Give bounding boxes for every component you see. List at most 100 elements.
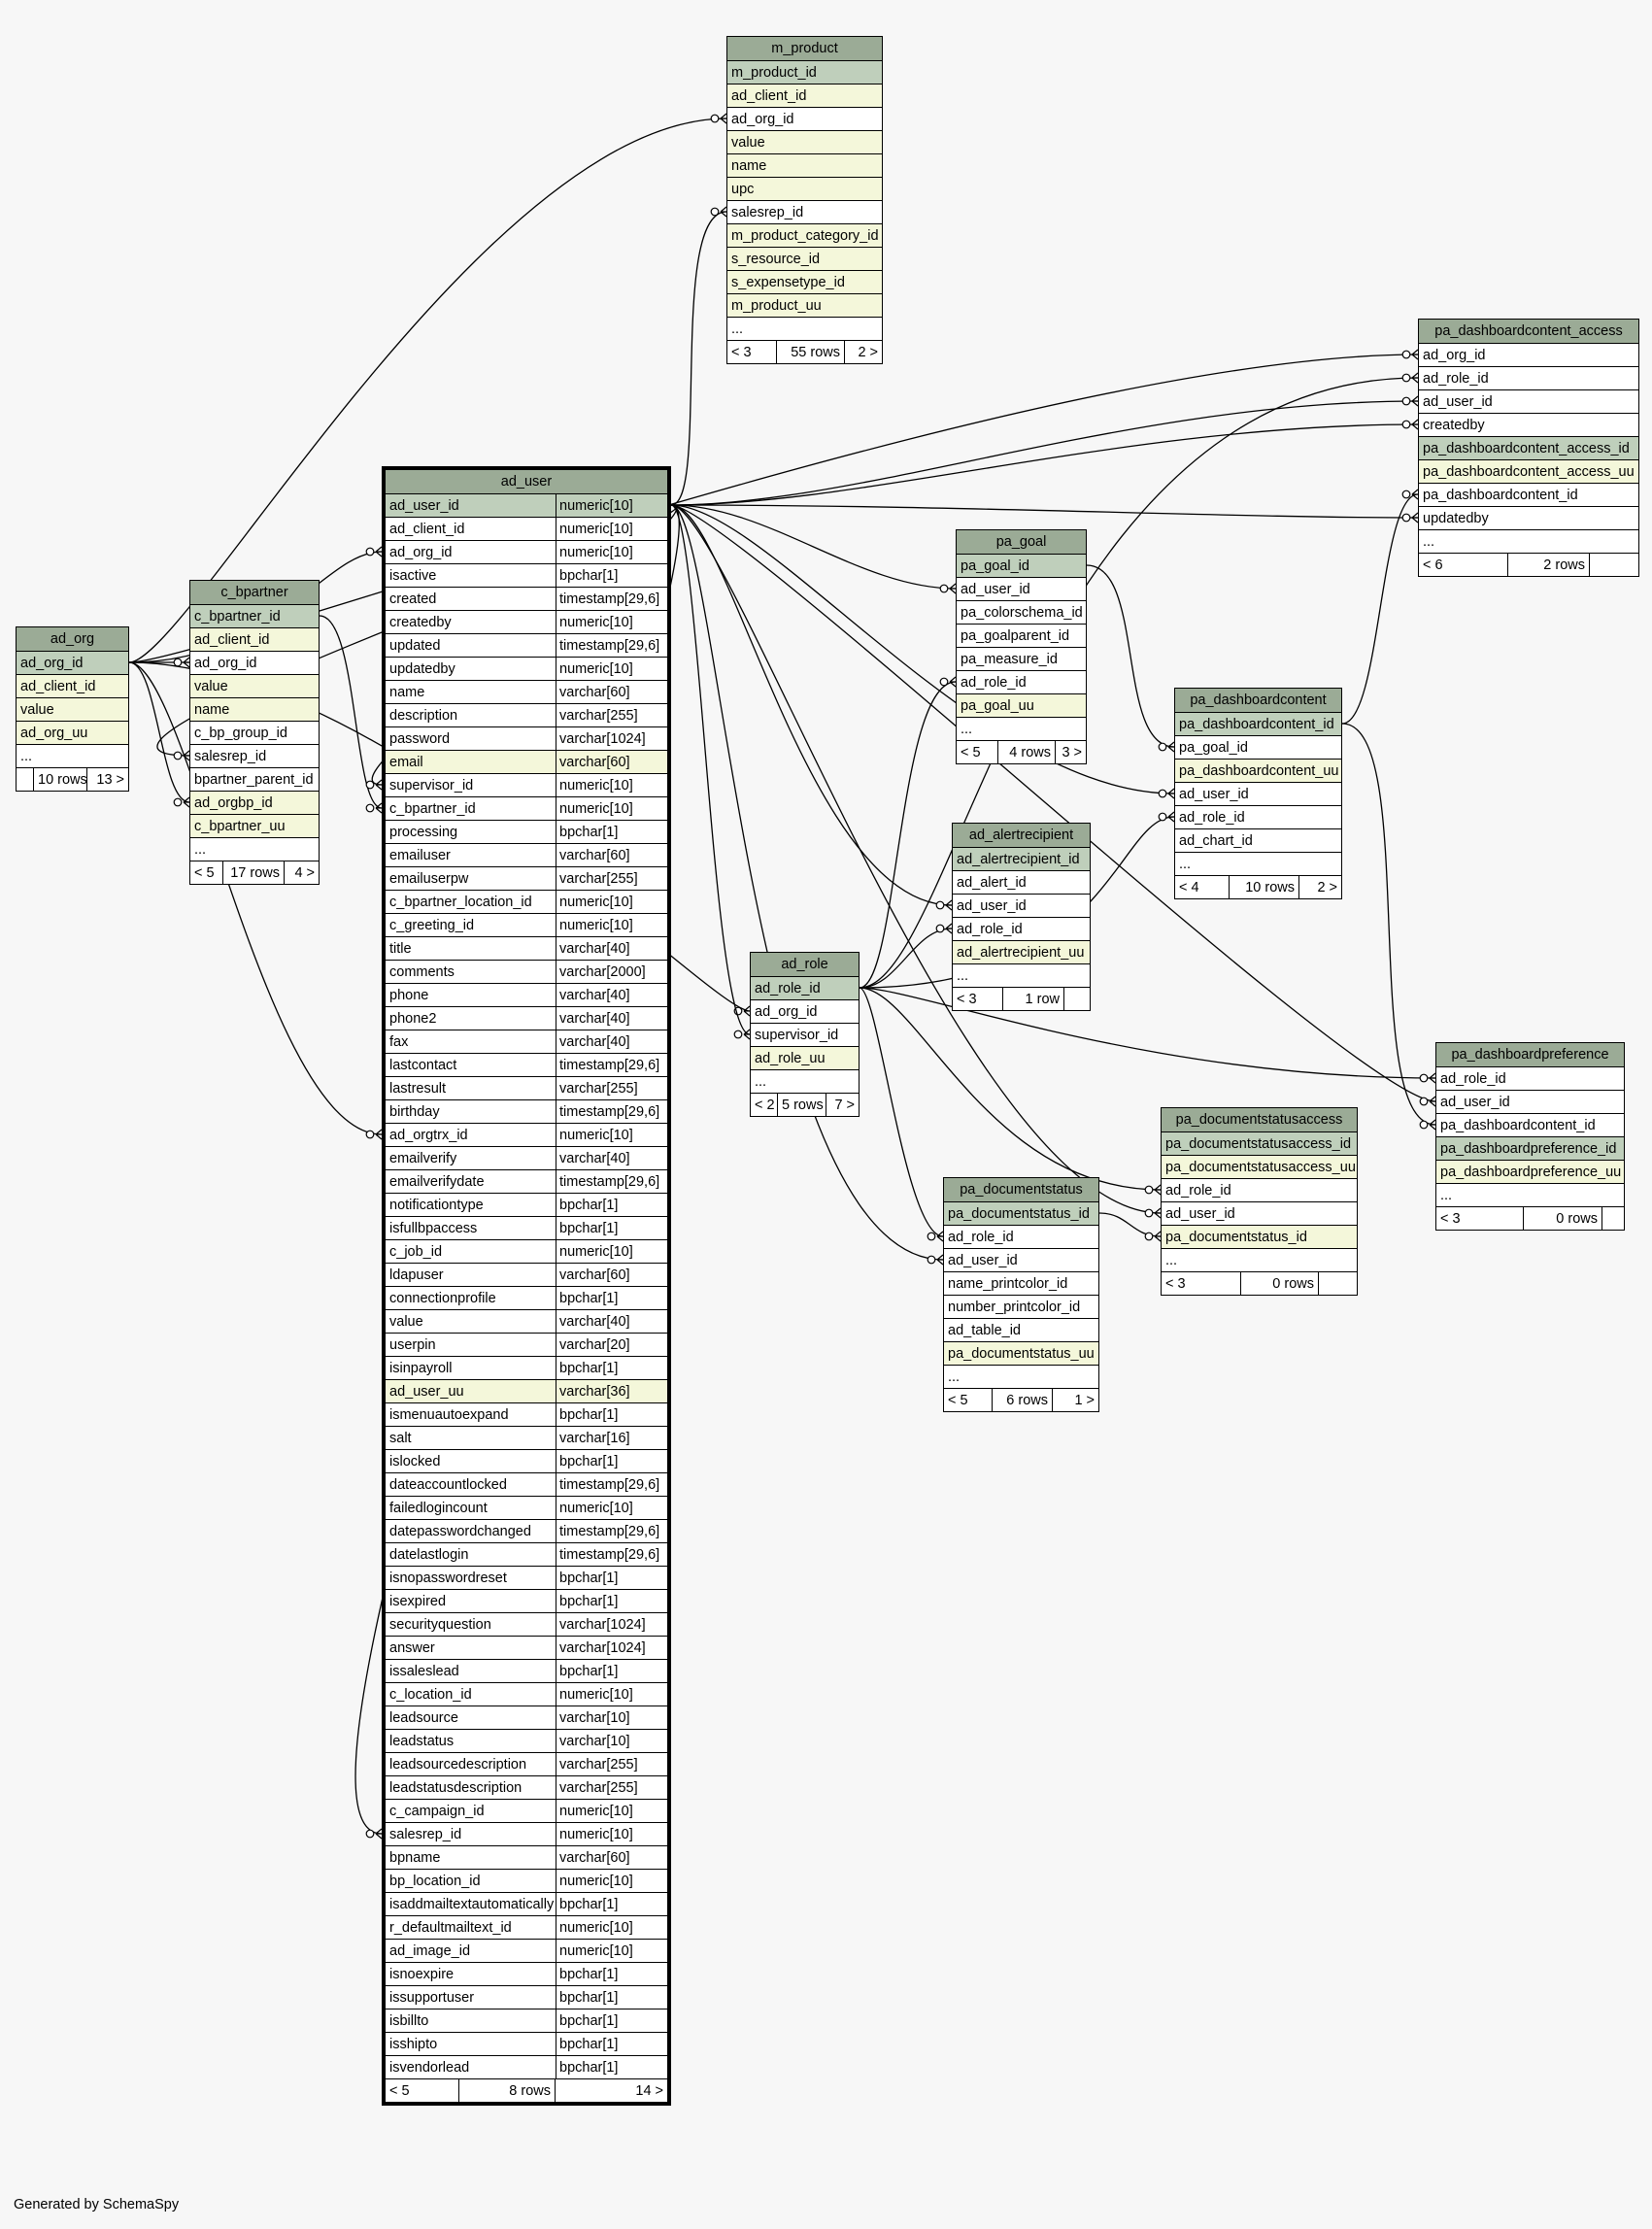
column-row[interactable]: ad_alertrecipient_id bbox=[953, 847, 1090, 870]
column-row[interactable]: ad_org_id bbox=[727, 107, 882, 130]
column-row[interactable]: pa_documentstatus_id bbox=[1162, 1225, 1357, 1248]
column-row[interactable]: ad_alertrecipient_uu bbox=[953, 940, 1090, 963]
column-row[interactable]: pa_goal_id bbox=[1175, 735, 1341, 759]
column-row[interactable]: pa_dashboardcontent_access_id bbox=[1419, 436, 1638, 459]
footer-prev[interactable]: < 3 bbox=[1162, 1272, 1241, 1295]
column-row[interactable]: ad_client_id bbox=[190, 627, 319, 651]
column-row[interactable]: ... bbox=[944, 1365, 1098, 1388]
column-row[interactable]: ... bbox=[727, 317, 882, 340]
footer-prev[interactable]: < 4 bbox=[1175, 876, 1230, 898]
column-row[interactable]: s_expensetype_id bbox=[727, 270, 882, 293]
column-row[interactable]: m_product_id bbox=[727, 60, 882, 84]
column-row[interactable]: ad_user_id bbox=[1436, 1090, 1624, 1113]
column-row[interactable]: pa_goal_id bbox=[957, 554, 1086, 577]
column-row[interactable]: ad_role_id bbox=[953, 917, 1090, 940]
column-row[interactable]: ... bbox=[1419, 529, 1638, 553]
column-row[interactable]: ... bbox=[953, 963, 1090, 987]
column-row[interactable]: pa_goal_uu bbox=[957, 693, 1086, 717]
footer-next[interactable] bbox=[1064, 988, 1090, 1010]
column-row[interactable]: pa_dashboardpreference_id bbox=[1436, 1136, 1624, 1160]
table-header[interactable]: ad_user bbox=[386, 470, 667, 493]
column-row[interactable]: ... bbox=[957, 717, 1086, 740]
table-header[interactable]: pa_dashboardcontent_access bbox=[1419, 320, 1638, 343]
column-row[interactable]: pa_dashboardcontent_id bbox=[1436, 1113, 1624, 1136]
column-row[interactable]: ad_role_uu bbox=[751, 1046, 859, 1069]
column-row[interactable]: ad_org_uu bbox=[17, 721, 128, 744]
footer-prev[interactable]: < 3 bbox=[1436, 1207, 1524, 1230]
column-row[interactable]: ... bbox=[17, 744, 128, 767]
column-row[interactable]: salesrep_id bbox=[727, 200, 882, 223]
column-row[interactable]: pa_dashboardpreference_uu bbox=[1436, 1160, 1624, 1183]
footer-prev[interactable]: < 6 bbox=[1419, 554, 1508, 576]
column-row[interactable]: pa_documentstatus_id bbox=[944, 1201, 1098, 1225]
table-header[interactable]: pa_goal bbox=[957, 530, 1086, 554]
column-row[interactable]: ad_role_id bbox=[957, 670, 1086, 693]
table-header[interactable]: pa_dashboardcontent bbox=[1175, 689, 1341, 712]
table-header[interactable]: pa_dashboardpreference bbox=[1436, 1043, 1624, 1066]
footer-prev[interactable]: < 5 bbox=[386, 2079, 459, 2102]
column-row[interactable]: c_bpartner_id bbox=[190, 604, 319, 627]
column-row[interactable]: name bbox=[190, 697, 319, 721]
column-row[interactable]: pa_documentstatusaccess_id bbox=[1162, 1131, 1357, 1155]
column-row[interactable]: m_product_category_id bbox=[727, 223, 882, 247]
column-row[interactable]: ad_user_id bbox=[944, 1248, 1098, 1271]
column-row[interactable]: ad_user_id bbox=[1162, 1201, 1357, 1225]
column-row[interactable]: bpartner_parent_id bbox=[190, 767, 319, 791]
footer-next[interactable]: 1 > bbox=[1074, 1393, 1095, 1408]
column-row[interactable]: name bbox=[727, 153, 882, 177]
column-row[interactable]: c_bp_group_id bbox=[190, 721, 319, 744]
column-row[interactable]: ad_role_id bbox=[1419, 366, 1638, 389]
column-row[interactable]: updatedby bbox=[1419, 506, 1638, 529]
column-row[interactable]: ... bbox=[1162, 1248, 1357, 1271]
column-row[interactable]: value bbox=[17, 697, 128, 721]
column-row[interactable]: ad_role_id bbox=[1162, 1178, 1357, 1201]
footer-prev[interactable]: < 5 bbox=[957, 741, 998, 763]
footer-prev[interactable]: < 5 bbox=[944, 1389, 993, 1411]
footer-prev[interactable]: < 2 bbox=[751, 1094, 778, 1116]
column-row[interactable]: pa_measure_id bbox=[957, 647, 1086, 670]
column-row[interactable]: pa_dashboardcontent_id bbox=[1419, 483, 1638, 506]
footer-next[interactable]: 4 > bbox=[294, 865, 315, 881]
column-row[interactable]: ad_role_id bbox=[751, 976, 859, 999]
footer-next[interactable]: 2 > bbox=[858, 345, 878, 360]
